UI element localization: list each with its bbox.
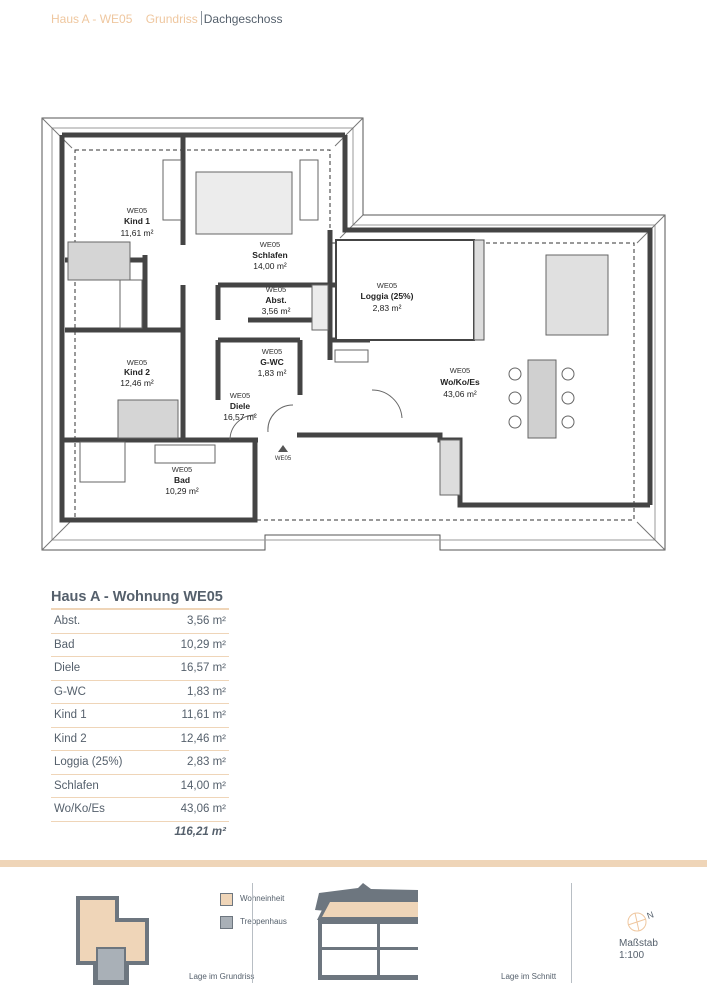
svg-text:Wo/Ko/Es: Wo/Ko/Es	[440, 377, 480, 387]
legend-label-wohneinheit: Wohneinheit	[240, 894, 285, 903]
table-row: Abst.3,56 m²	[51, 610, 229, 634]
svg-text:Diele: Diele	[230, 401, 251, 411]
table-row: Loggia (25%)2,83 m²	[51, 751, 229, 775]
svg-text:WE05: WE05	[260, 240, 280, 249]
section-diagram	[315, 883, 418, 980]
furniture	[67, 159, 609, 496]
svg-text:G-WC: G-WC	[260, 357, 284, 367]
svg-text:12,46 m²: 12,46 m²	[120, 378, 154, 388]
svg-text:WE05: WE05	[450, 366, 470, 375]
svg-text:Abst.: Abst.	[265, 295, 286, 305]
svg-text:Kind 2: Kind 2	[124, 367, 150, 377]
entrance-marker: WE05	[275, 445, 292, 462]
footer-band	[0, 860, 707, 867]
scale-info: Maßstab 1:100	[619, 938, 658, 962]
header-divider	[200, 11, 202, 25]
svg-text:WE05: WE05	[127, 358, 147, 367]
svg-text:WE05: WE05	[230, 391, 250, 400]
scale-label: Maßstab	[619, 938, 658, 949]
floor-name: Dachgeschoss	[203, 12, 283, 26]
svg-text:1,83 m²: 1,83 m²	[258, 368, 287, 378]
legend-swatch-treppenhaus	[220, 916, 233, 929]
svg-text:Schlafen: Schlafen	[252, 250, 287, 260]
svg-text:Loggia (25%): Loggia (25%)	[361, 291, 414, 301]
svg-text:N: N	[646, 909, 656, 921]
svg-text:WE05: WE05	[262, 347, 282, 356]
scale-value: 1:100	[619, 950, 645, 961]
svg-text:Kind 1: Kind 1	[124, 216, 150, 226]
svg-text:3,56 m²: 3,56 m²	[262, 306, 291, 316]
svg-text:10,29 m²: 10,29 m²	[165, 486, 199, 496]
footer-divider	[571, 883, 572, 983]
loggia	[335, 239, 485, 341]
legend-label-treppenhaus: Treppenhaus	[240, 917, 287, 926]
table-title: Haus A - Wohnung WE05	[51, 589, 223, 605]
svg-text:14,00 m²: 14,00 m²	[253, 261, 287, 271]
svg-text:43,06 m²: 43,06 m²	[443, 389, 477, 399]
footer-divider	[252, 883, 253, 983]
svg-text:11,61 m²: 11,61 m²	[121, 228, 154, 238]
svg-text:WE05: WE05	[275, 456, 292, 462]
roof-outline	[41, 117, 666, 551]
svg-text:WE05: WE05	[172, 465, 192, 474]
legend-swatch-wohneinheit	[220, 893, 233, 906]
plan-type: Grundriss	[145, 12, 198, 26]
svg-text:2,83 m²: 2,83 m²	[373, 303, 402, 313]
svg-text:Bad: Bad	[174, 475, 190, 485]
page-header: Haus A - WE05 Grundriss Dachgeschoss	[51, 11, 282, 26]
project-title: Haus A - WE05	[51, 12, 133, 26]
svg-text:WE05: WE05	[377, 281, 397, 290]
plan-caption: Lage im Grundriss	[189, 972, 255, 981]
svg-text:WE05: WE05	[127, 206, 147, 215]
section-caption: Lage im Schnitt	[501, 972, 557, 981]
location-plan-mini	[76, 896, 149, 985]
total-area: 116,21 m²	[174, 825, 226, 838]
north-arrow-icon: N	[627, 909, 656, 932]
svg-text:WE05: WE05	[266, 285, 286, 294]
svg-text:16,57 m²: 16,57 m²	[223, 412, 257, 422]
